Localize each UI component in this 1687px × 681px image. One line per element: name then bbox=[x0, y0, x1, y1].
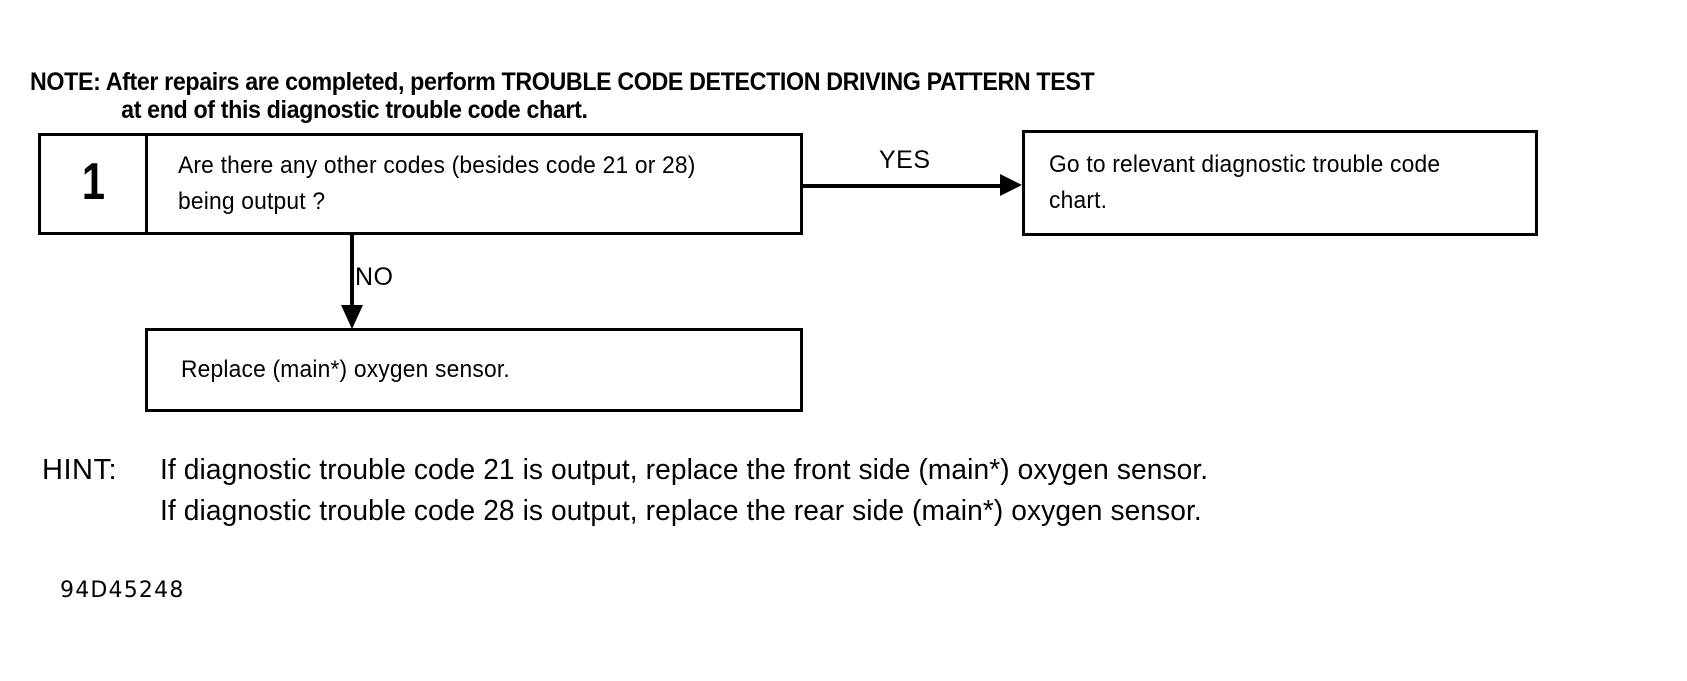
note-line-2: at end of this diagnostic trouble code c… bbox=[121, 96, 588, 124]
no-arrowhead-icon bbox=[341, 305, 363, 329]
note-block: NOTE: After repairs are completed, perfo… bbox=[30, 68, 1430, 124]
no-result-text: Replace (main*) oxygen sensor. bbox=[181, 356, 510, 383]
step-1-box: 1 Are there any other codes (besides cod… bbox=[38, 133, 803, 235]
yes-arrowhead-icon bbox=[1000, 174, 1022, 196]
hint-line-1: If diagnostic trouble code 21 is output,… bbox=[160, 454, 1209, 486]
hint-lines: If diagnostic trouble code 21 is output,… bbox=[160, 450, 1602, 532]
no-branch-label: NO bbox=[355, 263, 394, 291]
step-1-number-cell: 1 bbox=[41, 136, 148, 232]
yes-result-text: Go to relevant diagnostic trouble code c… bbox=[1049, 151, 1441, 214]
figure-id: 94D45248 bbox=[60, 578, 185, 603]
yes-connector-line bbox=[803, 184, 1003, 188]
step-1-question-text: Are there any other codes (besides code … bbox=[178, 152, 696, 215]
hint-block: HINT: If diagnostic trouble code 21 is o… bbox=[42, 450, 1602, 532]
step-1-question-cell: Are there any other codes (besides code … bbox=[148, 136, 800, 232]
no-result-box: Replace (main*) oxygen sensor. bbox=[145, 328, 803, 412]
hint-line-2: If diagnostic trouble code 28 is output,… bbox=[160, 495, 1202, 527]
hint-label: HINT: bbox=[42, 454, 117, 486]
yes-result-box: Go to relevant diagnostic trouble code c… bbox=[1022, 130, 1538, 236]
step-1-number: 1 bbox=[81, 153, 105, 211]
hint-row: HINT: If diagnostic trouble code 21 is o… bbox=[42, 450, 1602, 532]
yes-branch-label: YES bbox=[879, 146, 931, 174]
no-connector-line bbox=[350, 235, 354, 313]
note-line-1: NOTE: After repairs are completed, perfo… bbox=[30, 68, 1095, 96]
